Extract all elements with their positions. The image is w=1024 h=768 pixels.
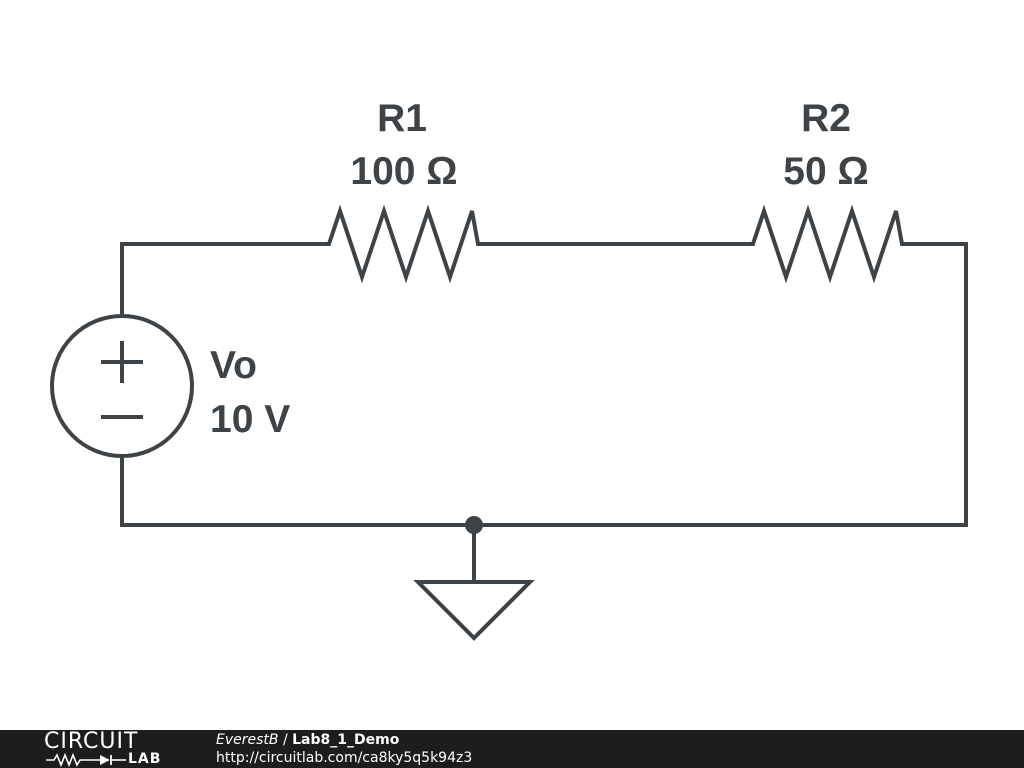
ground-symbol[interactable]	[413, 516, 535, 641]
wire-right	[904, 242, 968, 527]
wire-bottom	[120, 455, 968, 527]
author-name[interactable]: EverestB	[216, 732, 279, 748]
circuit-schematic: R1 100 Ω R2 50 Ω Vo 10 V	[50, 97, 968, 641]
footer-title-line: EverestB / Lab8_1_Demo	[216, 731, 472, 749]
circuit-title[interactable]: Lab8_1_Demo	[292, 732, 400, 748]
title-separator: /	[278, 732, 293, 748]
footer-url-line: http://circuitlab.com/ca8ky5q5k94z3	[216, 749, 472, 767]
logo-wordmark-circuit: CIRCUIT	[44, 729, 139, 754]
vsource-value-label: 10 V	[210, 398, 290, 441]
resistor-r1-zigzag	[321, 204, 486, 284]
ground-triangle-icon	[413, 580, 535, 641]
logo-wordmark-lab: LAB	[128, 751, 162, 767]
r2-value-label: 50 Ω	[783, 150, 868, 193]
logo-resistor-diode-icon	[46, 753, 126, 767]
r1-value-label: 100 Ω	[350, 150, 457, 193]
voltage-source-circle	[50, 314, 194, 458]
footer-bar: CIRCUIT LAB EverestB / Lab8_1_Demo http:…	[0, 730, 1024, 768]
vsource-name-label: Vo	[210, 344, 257, 387]
wire-top-left	[120, 242, 325, 318]
resistor-r1[interactable]	[321, 204, 486, 284]
footer-info: EverestB / Lab8_1_Demo http://circuitlab…	[216, 731, 472, 767]
circuit-url-link[interactable]: http://circuitlab.com/ca8ky5q5k94z3	[216, 750, 473, 766]
r2-name-label: R2	[801, 97, 851, 140]
resistor-r2[interactable]	[745, 204, 908, 284]
r1-name-label: R1	[377, 97, 427, 140]
resistor-r2-zigzag	[745, 204, 908, 284]
plus-sign-icon	[101, 341, 143, 383]
circuitlab-logo[interactable]: CIRCUIT LAB	[44, 730, 174, 768]
voltage-source-vo[interactable]	[50, 314, 194, 458]
